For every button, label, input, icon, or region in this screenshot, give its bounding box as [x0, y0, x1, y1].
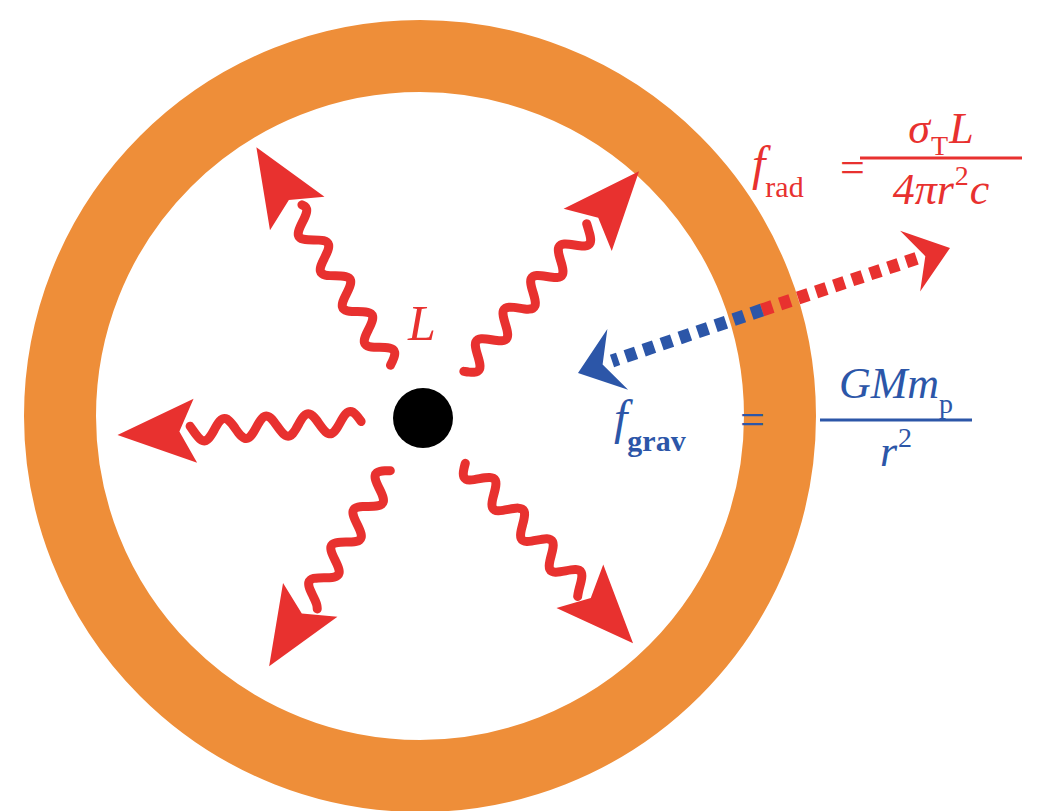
subscript: grav	[627, 426, 685, 456]
arrowhead	[564, 171, 639, 251]
arrowhead	[556, 564, 633, 643]
numerator: GMm	[839, 362, 939, 406]
numerator: L	[949, 107, 973, 151]
arrowhead	[256, 147, 324, 230]
numerator: σ	[908, 107, 930, 151]
exponent: 2	[898, 424, 912, 452]
chevron-head	[900, 218, 960, 292]
equals-sign: =	[840, 146, 865, 190]
central-source	[393, 388, 453, 448]
photon-wave	[309, 471, 391, 609]
luminosity-symbol: L	[408, 298, 436, 348]
force-symbol: f	[614, 394, 627, 442]
denominator: r	[880, 430, 897, 474]
photon-wave	[463, 463, 582, 596]
photon-wave	[190, 411, 361, 440]
photon-arrows	[117, 147, 639, 666]
fraction-bar	[820, 419, 972, 422]
exponent: 2	[955, 162, 969, 190]
subscript: p	[939, 390, 953, 418]
arrowhead	[117, 399, 197, 463]
equals-sign: =	[740, 398, 765, 442]
force-dash	[612, 310, 762, 361]
denominator: 4πr	[893, 168, 954, 212]
chevron-head	[568, 329, 628, 403]
subscript: rad	[765, 172, 803, 202]
force-symbol: f	[752, 140, 765, 188]
denominator: c	[970, 168, 990, 212]
photon-wave	[298, 205, 395, 365]
gas-shell	[60, 56, 780, 776]
force-dash	[762, 258, 918, 310]
subscript: T	[931, 132, 948, 160]
photon-wave	[464, 224, 591, 373]
arrowhead	[269, 583, 337, 666]
